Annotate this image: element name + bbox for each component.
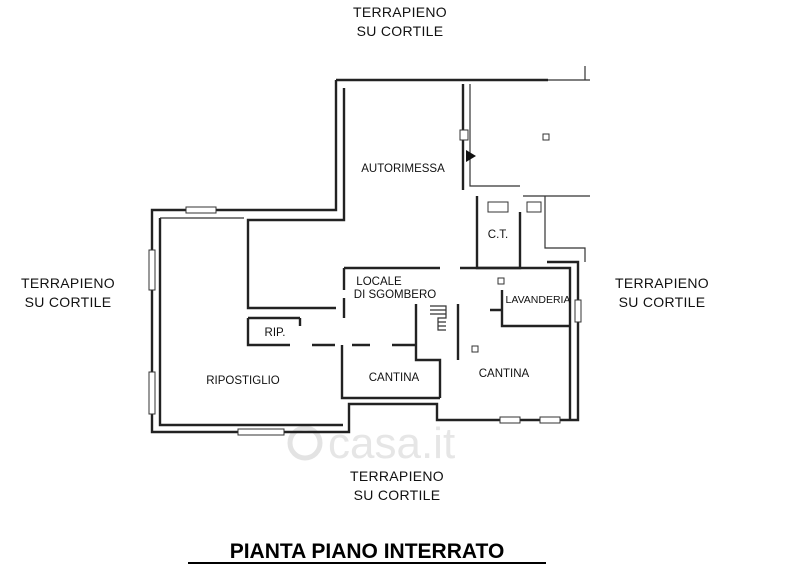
right-annex-wall (523, 195, 590, 262)
autorimessa-left-wall (246, 88, 346, 310)
surrounding-left-line1: TERRAPIENO (21, 275, 115, 291)
column-mark (542, 133, 550, 141)
door-marker-icon (466, 150, 476, 162)
garage-door-mark (459, 129, 469, 141)
staircase (430, 305, 447, 331)
watermark-text: casa.it (328, 419, 455, 468)
window-bottom-right (499, 416, 521, 424)
window-right (574, 299, 582, 323)
surrounding-bottom-line1: TERRAPIENO (350, 468, 444, 484)
room-autorimessa: AUTORIMESSA (361, 163, 445, 175)
plan-title: PIANTA PIANO INTERRATO (230, 540, 505, 563)
room-cantina-small: CANTINA (369, 372, 420, 384)
annex-vent (526, 201, 542, 213)
window-left-lower (148, 371, 156, 415)
room-cantina-large: CANTINA (479, 368, 530, 380)
surrounding-right-line1: TERRAPIENO (615, 275, 709, 291)
lavanderia-walls (490, 290, 570, 328)
window-top-left (185, 206, 217, 214)
surrounding-top-line2: SU CORTILE (357, 23, 444, 39)
surrounding-left-line2: SU CORTILE (25, 294, 112, 310)
room-ct: C.T. (488, 229, 508, 241)
left-inner-wall (158, 218, 343, 427)
corridor-wall (312, 343, 440, 400)
drain-mark (471, 345, 479, 353)
window-left-upper (148, 249, 156, 291)
locale-top-wall (344, 266, 572, 420)
watermark: casa.it (287, 419, 455, 468)
stair-walls (414, 304, 460, 398)
room-locale-line2: DI SGOMBERO (354, 289, 436, 301)
room-lavanderia: LAVANDERIA (506, 294, 571, 306)
room-ripostiglio: RIPOSTIGLIO (206, 375, 280, 387)
room-locale-line1: LOCALE (356, 276, 402, 288)
pillar-mark (497, 277, 505, 285)
window-bottom-left (237, 428, 285, 436)
garage-top-ext (548, 66, 590, 81)
windows (148, 129, 582, 436)
inner-walls (158, 88, 572, 427)
room-rip: RIP. (265, 327, 286, 339)
surrounding-right-line2: SU CORTILE (619, 294, 706, 310)
surrounding-bottom-line2: SU CORTILE (354, 487, 441, 503)
surrounding-top-line1: TERRAPIENO (353, 4, 447, 20)
window-bottom-right-2 (539, 416, 561, 424)
ct-vent (487, 201, 509, 213)
watermark-logo-icon (287, 425, 323, 461)
stair-steps (430, 309, 446, 327)
rip-walls (246, 316, 302, 347)
fixtures (466, 133, 550, 353)
stair-outline (430, 305, 447, 331)
garage-right-thin (469, 84, 520, 187)
